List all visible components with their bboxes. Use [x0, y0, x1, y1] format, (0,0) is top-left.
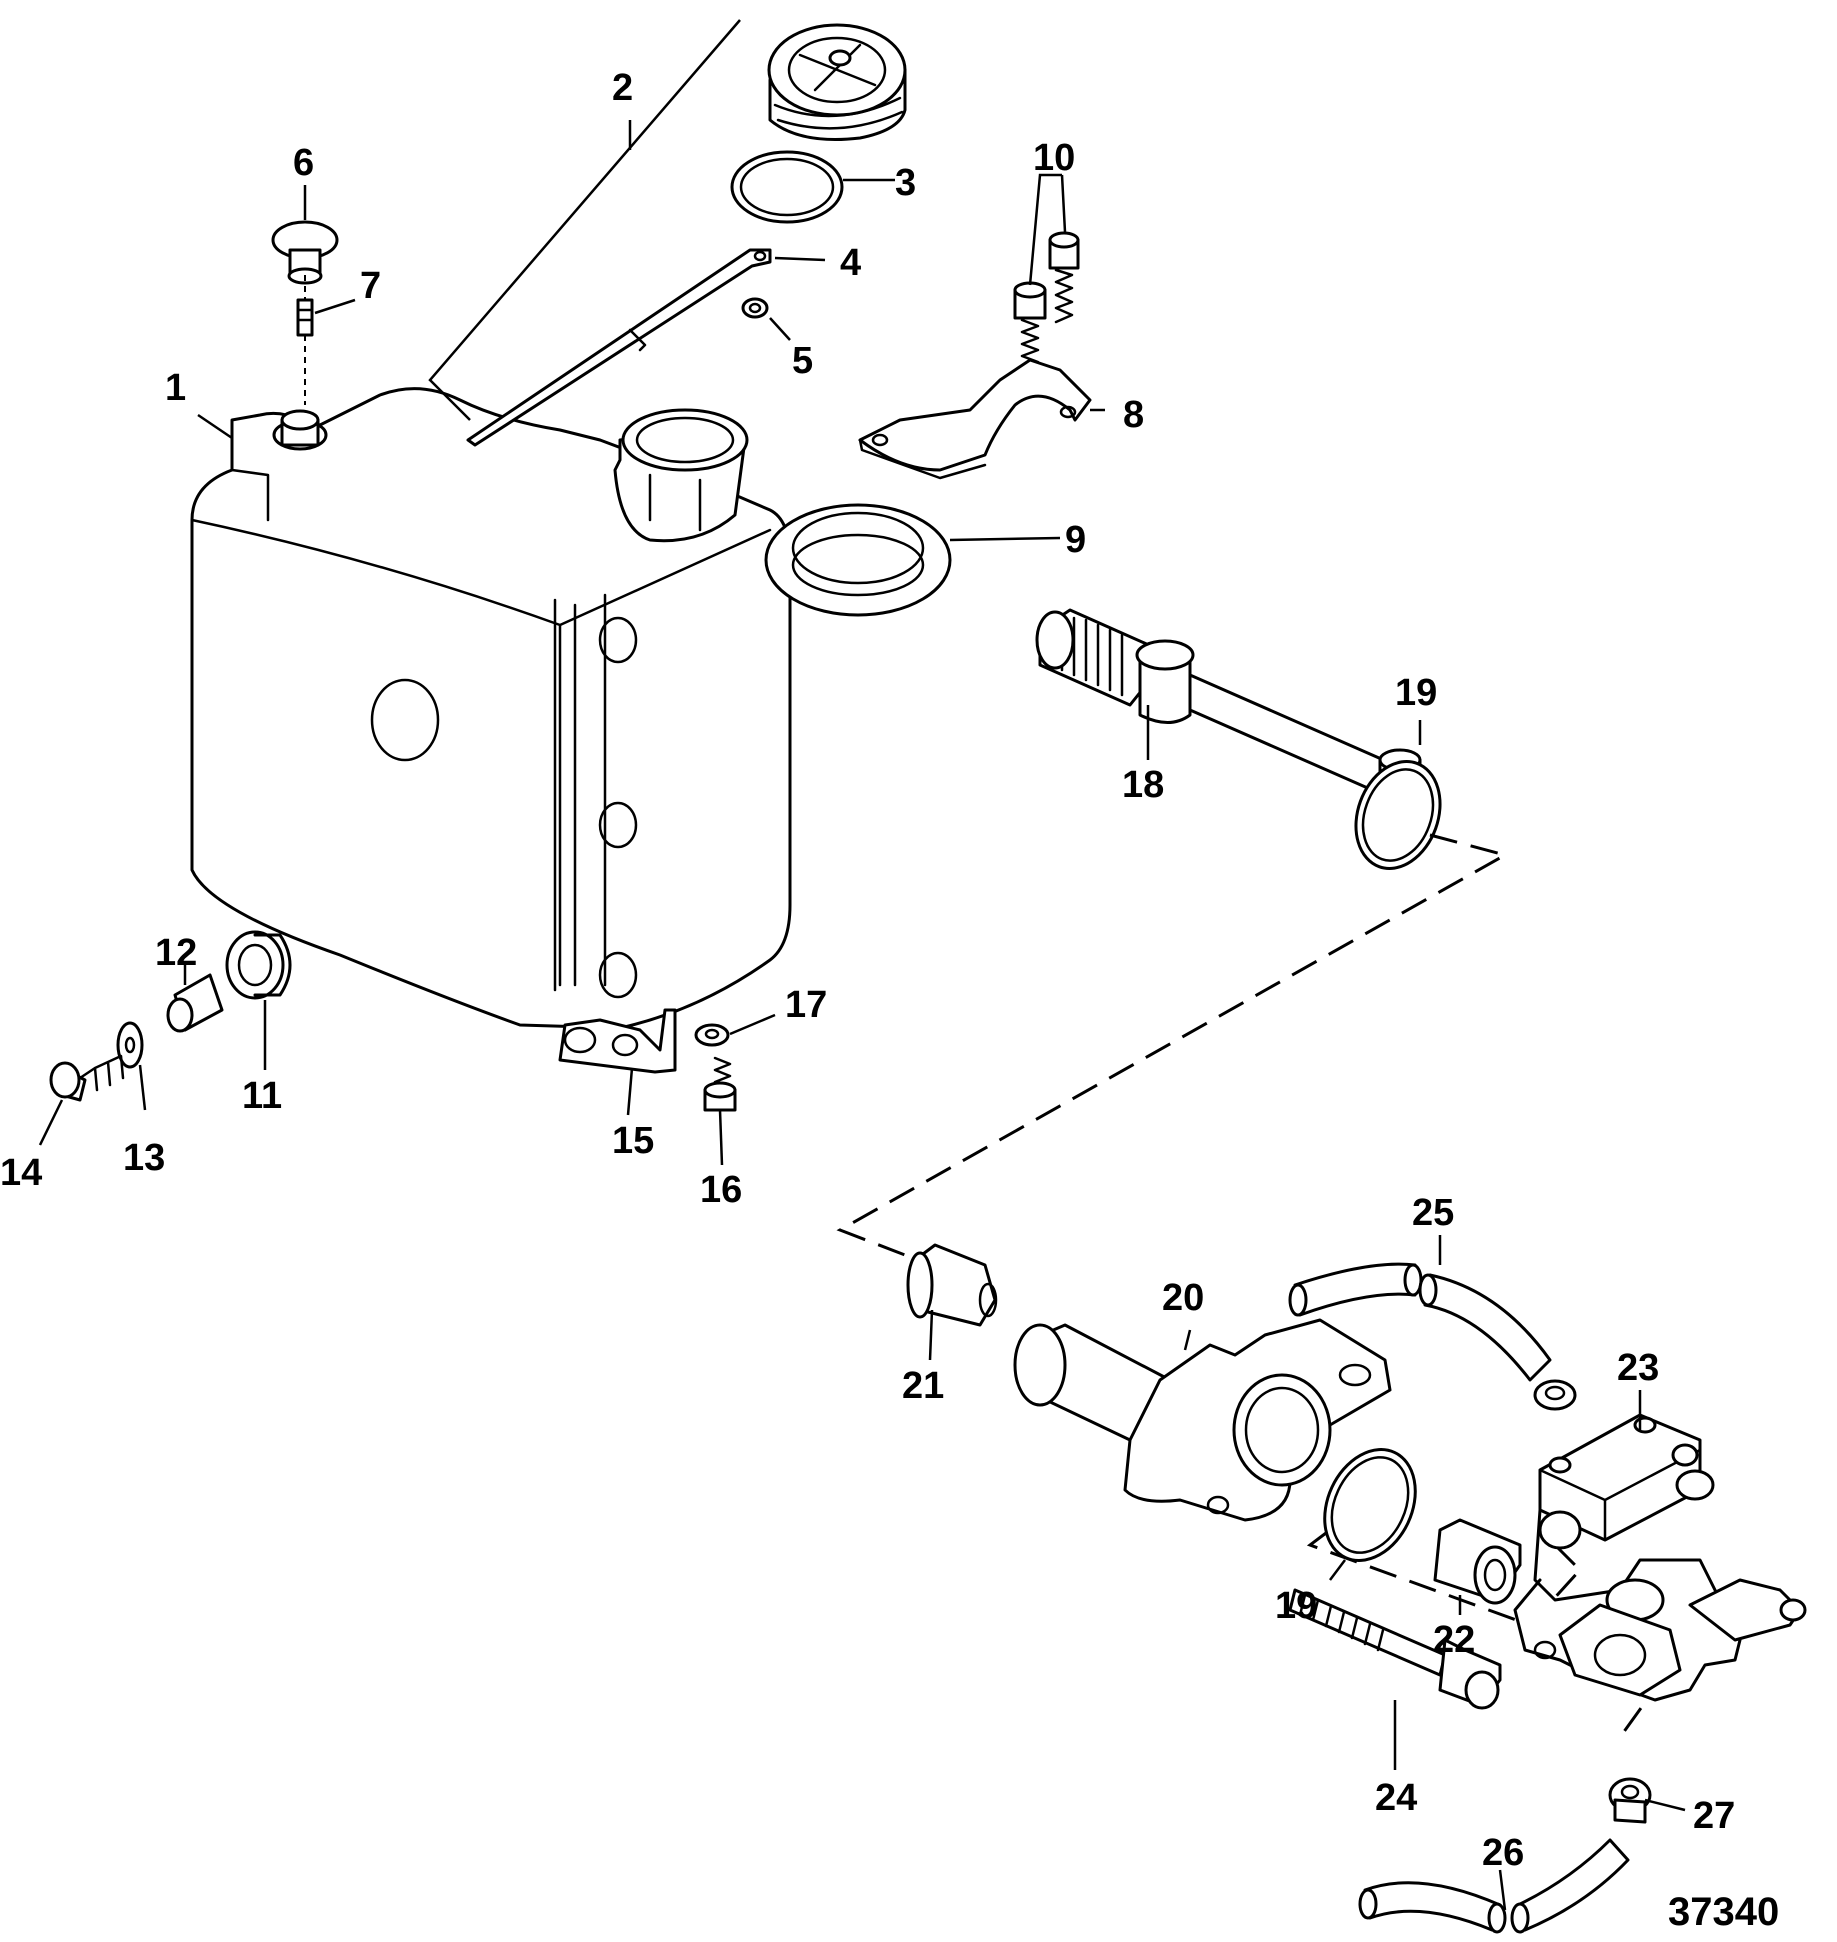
- hose-fitting-inner: [1620, 1784, 1640, 1800]
- vent-fitting-threads: [296, 308, 314, 322]
- dipstick-clip: [628, 328, 647, 352]
- hose-clamp: [1533, 1379, 1577, 1411]
- callout-19-top: 19: [1395, 672, 1437, 714]
- callout-2: 2: [612, 67, 633, 109]
- cover-plate-hole-2: [1059, 405, 1077, 419]
- hose-lower-1-start: [1358, 1888, 1378, 1920]
- flange-seal: [764, 503, 952, 617]
- callout-11: 11: [242, 1075, 282, 1117]
- small-o-ring: [741, 297, 769, 319]
- callout-labels: 1 2 3 4 5 6 7 8 9 10 11 12 13 14 15 16 1…: [0, 67, 1779, 1934]
- lock-nut-hole: [704, 1028, 720, 1040]
- hose-upper-2: [1423, 1273, 1552, 1382]
- oil-pump: [1513, 1413, 1807, 1702]
- callout-24: 24: [1375, 1777, 1417, 1819]
- hose-lower-2: [1516, 1838, 1630, 1932]
- assembly-guide-line: [836, 833, 1509, 1257]
- long-bolt: [1288, 1588, 1502, 1710]
- callout-14: 14: [0, 1152, 42, 1194]
- callout-17: 17: [785, 984, 827, 1026]
- cap-seal-ring-inner: [739, 157, 835, 217]
- tank-mount-hardware: [49, 930, 292, 1102]
- callout-27: 27: [1693, 1795, 1735, 1837]
- cover-plate-edge: [858, 438, 987, 480]
- hose-upper-1: [1293, 1262, 1417, 1317]
- level-sensor-tip: [611, 1033, 639, 1057]
- callout-26: 26: [1482, 1832, 1524, 1874]
- cover-plate: [858, 358, 1092, 472]
- callout-4: 4: [840, 242, 861, 284]
- leader-lines: [38, 120, 1686, 1911]
- cover-plate-hole-1: [871, 433, 889, 447]
- callout-23: 23: [1617, 1347, 1659, 1389]
- hose-lower-1-end: [1487, 1902, 1507, 1934]
- callout-18: 18: [1122, 764, 1164, 806]
- shaft-o-ring-inner: [1361, 768, 1435, 862]
- callout-9: 9: [1065, 519, 1086, 561]
- sleeve-end-inner: [1483, 1558, 1507, 1592]
- callout-5: 5: [792, 340, 813, 382]
- hose-clamp-inner: [1544, 1385, 1566, 1401]
- shaft-o-ring: [1354, 760, 1442, 870]
- pump-housing: [1013, 1318, 1392, 1522]
- callout-bracket-2: [428, 19, 741, 421]
- hose-upper-1-start: [1288, 1283, 1308, 1317]
- callout-1: 1: [165, 367, 186, 409]
- callout-21: 21: [902, 1365, 944, 1407]
- dipstick-hole: [753, 250, 767, 262]
- callout-16: 16: [700, 1169, 742, 1211]
- callout-20: 20: [1162, 1277, 1204, 1319]
- callout-22: 22: [1433, 1619, 1475, 1661]
- vent-fitting: [296, 298, 314, 337]
- level-sensor-bracket: [558, 1008, 677, 1074]
- hose-fitting-body: [1613, 1798, 1647, 1824]
- callout-3: 3: [895, 162, 916, 204]
- lock-nut: [694, 1023, 730, 1047]
- screw-head-top: [703, 1081, 737, 1099]
- hose-upper-2-end: [1418, 1273, 1438, 1307]
- bushing-flange: [906, 1251, 934, 1319]
- hose-lower-1: [1363, 1881, 1502, 1932]
- small-o-ring-inner: [748, 302, 762, 314]
- hose-lower-2-end: [1510, 1902, 1530, 1934]
- filler-cap: [767, 23, 907, 142]
- callout-7: 7: [360, 265, 381, 307]
- callout-13: 13: [123, 1137, 165, 1179]
- callout-19-bottom: 19: [1275, 1585, 1317, 1627]
- level-sensor-body: [563, 1026, 597, 1054]
- dipstick: [466, 248, 772, 447]
- cap-seal-ring: [730, 150, 844, 224]
- callout-6: 6: [293, 142, 314, 184]
- housing-o-ring-inner: [1330, 1456, 1410, 1554]
- sleeve-end: [1473, 1545, 1517, 1605]
- callout-8: 8: [1123, 394, 1144, 436]
- callout-25: 25: [1412, 1192, 1454, 1234]
- figure-number: 37340: [1668, 1890, 1779, 1934]
- oil-tank: [190, 387, 792, 1030]
- bushing-end: [978, 1282, 998, 1318]
- callout-10: 10: [1033, 137, 1075, 179]
- screw-pair: [1013, 231, 1080, 364]
- drive-shaft: [1035, 608, 1422, 812]
- callout-12: 12: [155, 932, 197, 974]
- callout-15: 15: [612, 1120, 654, 1162]
